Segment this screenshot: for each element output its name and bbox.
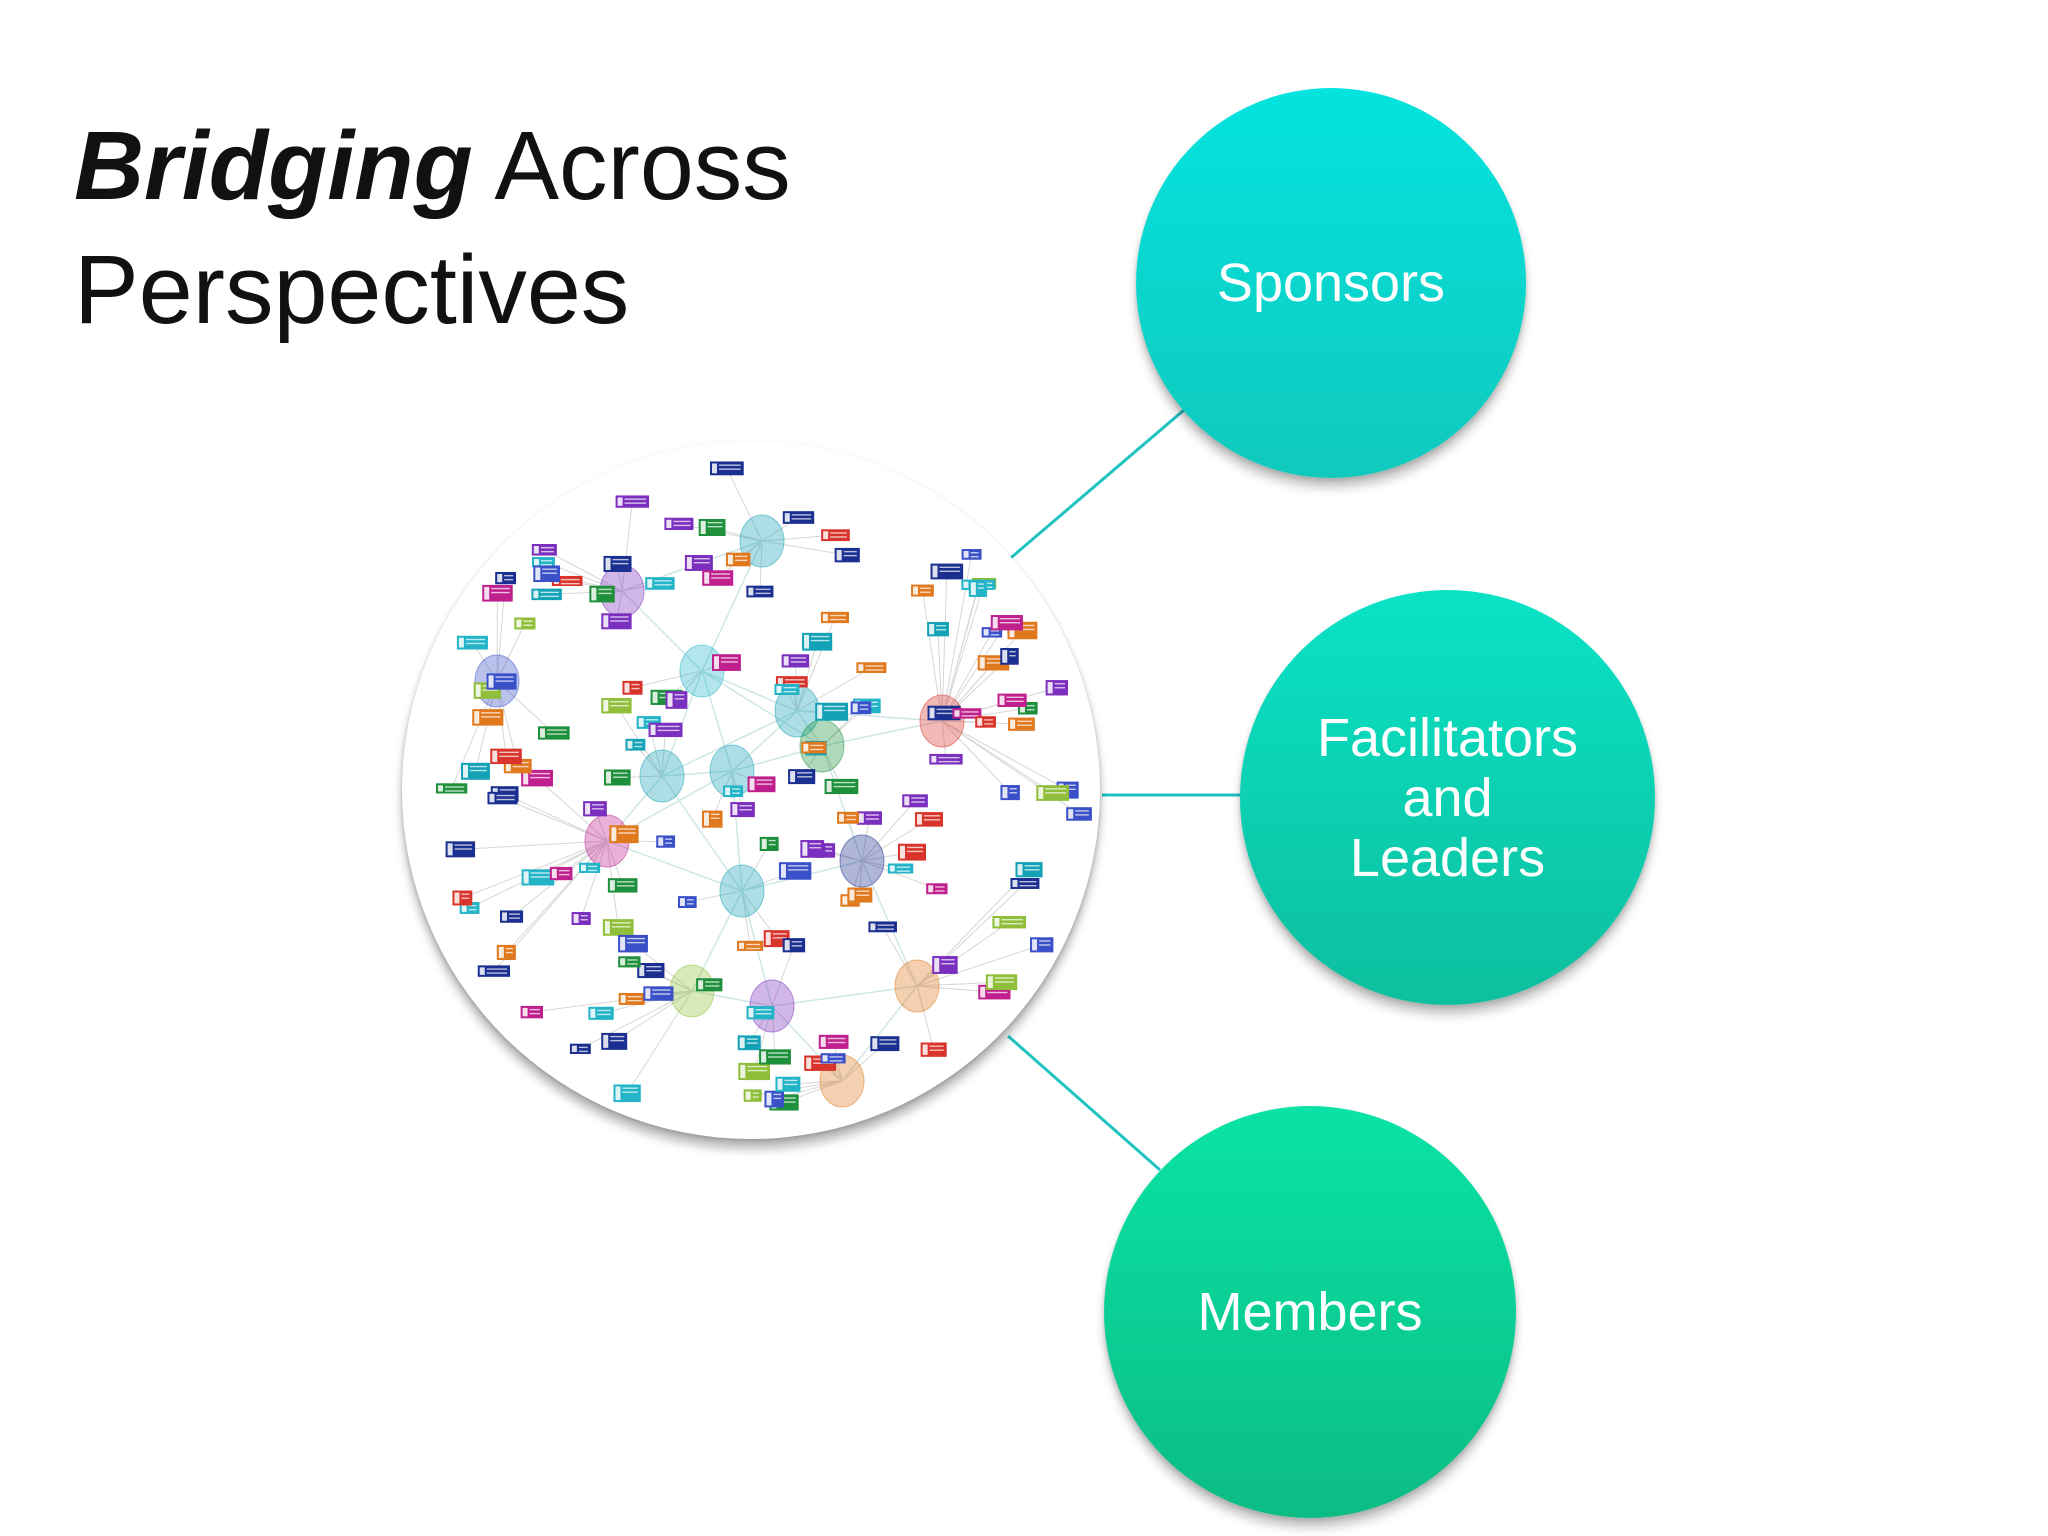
- connector-members: [1007, 1034, 1161, 1172]
- network-graph: [435, 461, 1092, 1111]
- sponsors-circle: Sponsors: [1136, 88, 1526, 478]
- title-rest: Across: [472, 111, 791, 220]
- connector-sponsors: [1005, 408, 1185, 564]
- sponsors-label: Sponsors: [1216, 253, 1446, 313]
- facilitators-label: Facilitators and Leaders: [1316, 707, 1579, 888]
- title-emphasis: Bridging: [74, 111, 473, 220]
- facilitators-circle: Facilitators and Leaders: [1240, 590, 1655, 1005]
- title-line2: Perspectives: [74, 235, 630, 344]
- members-circle: Members: [1104, 1106, 1516, 1518]
- network-graph-image: [402, 441, 1100, 1139]
- members-label: Members: [1197, 1282, 1423, 1342]
